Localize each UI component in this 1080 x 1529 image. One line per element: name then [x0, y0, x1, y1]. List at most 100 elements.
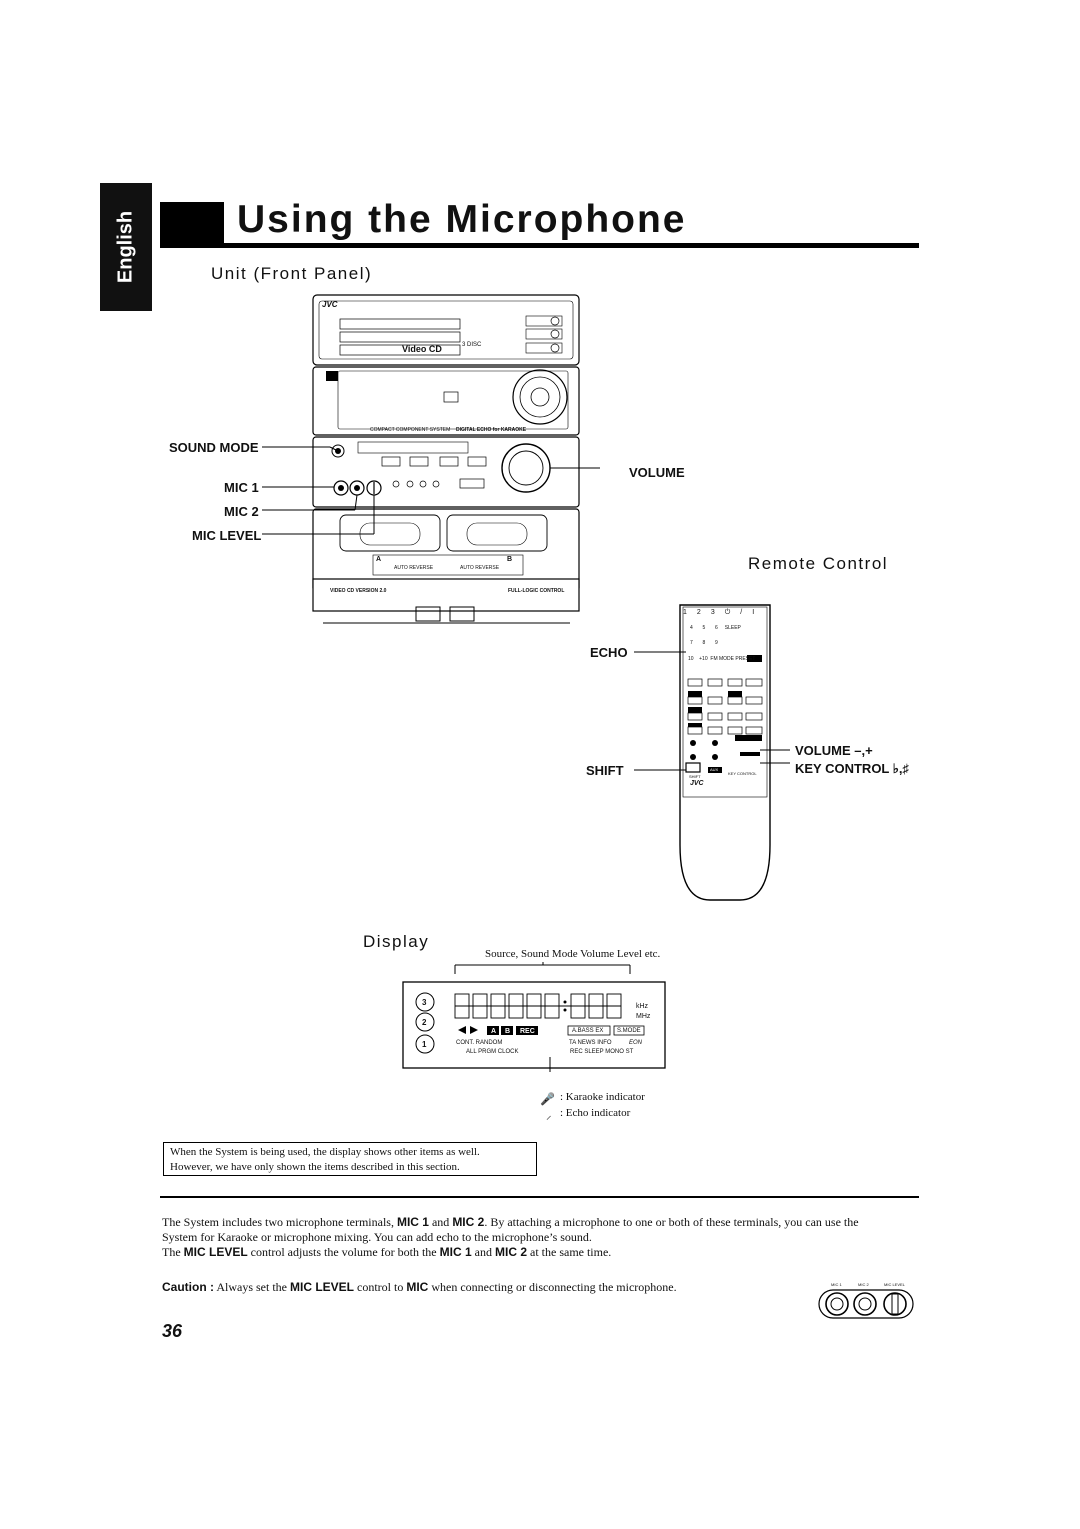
p1-line2: System for Karaoke or microphone mixing.…	[162, 1230, 592, 1244]
remote-keys-row2: 4 5 6 SLEEP	[690, 625, 741, 631]
display-all-prgm-clock: ALL PRGM CLOCK	[466, 1049, 519, 1055]
unit-compact-component-label: COMPACT COMPONENT SYSTEM	[370, 427, 451, 433]
display-mhz: MHz	[636, 1013, 651, 1020]
remote-key-8: 8	[702, 640, 706, 646]
unit-video-cd-version-label: VIDEO CD VERSION 2.0	[330, 588, 387, 594]
p1-text-c: . By attaching a microphone to one or bo…	[484, 1215, 859, 1229]
jack-label-mic-level: MIC LEVEL	[884, 1282, 905, 1287]
p2-text-d: at the same time.	[527, 1245, 612, 1259]
title-rule	[160, 243, 919, 248]
display-note-box: When the System is being used, the displ…	[163, 1142, 537, 1176]
unit-auto-reverse-b: AUTO REVERSE	[460, 565, 500, 571]
display-eon: EON	[629, 1040, 643, 1046]
caution-label: Caution :	[162, 1280, 214, 1294]
p1-text-a: The System includes two microphone termi…	[162, 1215, 397, 1229]
callout-sound-mode: SOUND MODE	[169, 440, 259, 455]
display-s-mode: S.MODE	[617, 1028, 641, 1034]
remote-key-control-label: KEY CONTROL	[728, 771, 757, 776]
p1-mic1: MIC 1	[396, 1215, 429, 1229]
remote-control-illustration: SHIFT AUX	[634, 604, 790, 901]
callout-key-control: KEY CONTROL ♭,♯	[795, 761, 909, 776]
display-rec: REC	[520, 1028, 535, 1035]
remote-keys-row3: 7 8 9	[690, 640, 718, 646]
remote-key-power: ⏻/I	[724, 609, 765, 616]
display-disc-1: 1	[422, 1040, 427, 1049]
unit-auto-reverse-a: AUTO REVERSE	[394, 565, 434, 571]
svg-text:AUX: AUX	[710, 767, 719, 772]
section-heading-display: Display	[363, 932, 430, 951]
display-khz: kHz	[636, 1003, 649, 1010]
caution-mic-level: MIC LEVEL	[290, 1280, 355, 1294]
p2-text-c: and	[471, 1245, 495, 1259]
caution-text-c: when connecting or disconnecting the mic…	[428, 1280, 677, 1294]
remote-key-plus10: +10	[699, 656, 708, 662]
p1-mic2: MIC 2	[452, 1215, 485, 1229]
remote-key-preset: PRESET	[735, 656, 756, 662]
remote-keys-row1: 123⏻/I	[683, 609, 764, 617]
display-note-line2: However, we have only shown the items de…	[170, 1161, 460, 1173]
display-panel-illustration	[402, 962, 666, 1072]
remote-key-4: 4	[690, 625, 693, 631]
callout-shift: SHIFT	[586, 763, 624, 778]
unit-3disc-label: 3 DISC	[462, 342, 482, 348]
display-tape-a: A	[491, 1028, 497, 1035]
unit-video-cd-label: Video CD	[402, 344, 442, 354]
p2-text-a: The	[162, 1245, 184, 1259]
display-note-line1: When the System is being used, the displ…	[170, 1146, 480, 1158]
remote-brand-logo: JVC	[690, 780, 704, 787]
language-tab: English	[100, 183, 152, 311]
section-heading-remote-control: Remote Control	[748, 554, 889, 573]
remote-keys-row4: 10 +10 FM MODE PRESET	[688, 656, 755, 662]
caution-text-b: control to	[354, 1280, 407, 1294]
callout-mic1: MIC 1	[224, 480, 259, 495]
p1-text-b: and	[428, 1215, 453, 1229]
mic-jack-illustration	[818, 1289, 914, 1319]
body-rule	[160, 1196, 919, 1198]
display-a-bass-ex: A.BASS EX	[572, 1028, 604, 1034]
display-disc-3: 3	[422, 998, 427, 1007]
callout-mic2: MIC 2	[224, 504, 259, 519]
karaoke-indicator-icon: 🎤	[540, 1092, 555, 1106]
caution-paragraph: Caution : Always set the MIC LEVEL contr…	[162, 1280, 677, 1295]
remote-key-5: 5	[702, 625, 706, 631]
page-number: 36	[162, 1321, 183, 1341]
karaoke-indicator-label: : Karaoke indicator	[560, 1091, 645, 1103]
title-block-decoration	[160, 202, 224, 245]
display-disc-2: 2	[422, 1018, 427, 1027]
unit-brand-logo: JVC	[322, 300, 338, 309]
remote-key-9: 9	[715, 640, 718, 646]
callout-volume: VOLUME	[629, 465, 685, 480]
caution-text-a: Always set the	[214, 1280, 290, 1294]
unit-front-panel-illustration	[262, 294, 600, 624]
jack-label-mic2: MIC 2	[858, 1282, 869, 1287]
p2-text-b: control adjusts the volume for both the	[247, 1245, 440, 1259]
remote-key-fm-mode: FM MODE	[710, 656, 734, 662]
language-label: English	[114, 210, 137, 284]
callout-volume-remote: VOLUME –,+	[795, 743, 873, 758]
remote-key-sleep: SLEEP	[724, 625, 741, 631]
section-heading-unit-front-panel: Unit (Front Panel)	[211, 264, 373, 283]
callout-mic-level: MIC LEVEL	[192, 528, 262, 543]
unit-deck-a-label: A	[376, 556, 382, 563]
display-source-caption: Source, Sound Mode Volume Level etc.	[485, 948, 661, 960]
unit-full-logic-label: FULL-LOGIC CONTROL	[508, 588, 565, 594]
echo-indicator-label: : Echo indicator	[560, 1107, 631, 1119]
remote-key-10: 10	[688, 656, 694, 662]
p2-mic1: MIC 1	[439, 1245, 472, 1259]
remote-key-1: 1	[683, 609, 697, 616]
svg-text:SHIFT: SHIFT	[689, 774, 701, 779]
unit-digital-echo-label: DIGITAL ECHO for KARAOKE	[456, 427, 527, 433]
callout-echo: ECHO	[590, 645, 628, 660]
remote-key-6: 6	[715, 625, 718, 631]
echo-indicator-icon: ⸝	[546, 1110, 552, 1122]
remote-key-7: 7	[690, 640, 693, 646]
display-cont-random: CONT. RANDOM	[456, 1040, 503, 1046]
p2-mic2: MIC 2	[494, 1245, 527, 1259]
display-ta-news-info: TA NEWS INFO	[569, 1040, 612, 1046]
remote-key-2: 2	[696, 609, 711, 616]
display-rec-sleep-monost: REC SLEEP MONO ST	[570, 1049, 634, 1055]
page-title: Using the Microphone	[237, 198, 687, 241]
unit-deck-b-label: B	[507, 556, 513, 563]
p2-mic-level: MIC LEVEL	[183, 1245, 248, 1259]
display-tape-b: B	[505, 1028, 511, 1035]
